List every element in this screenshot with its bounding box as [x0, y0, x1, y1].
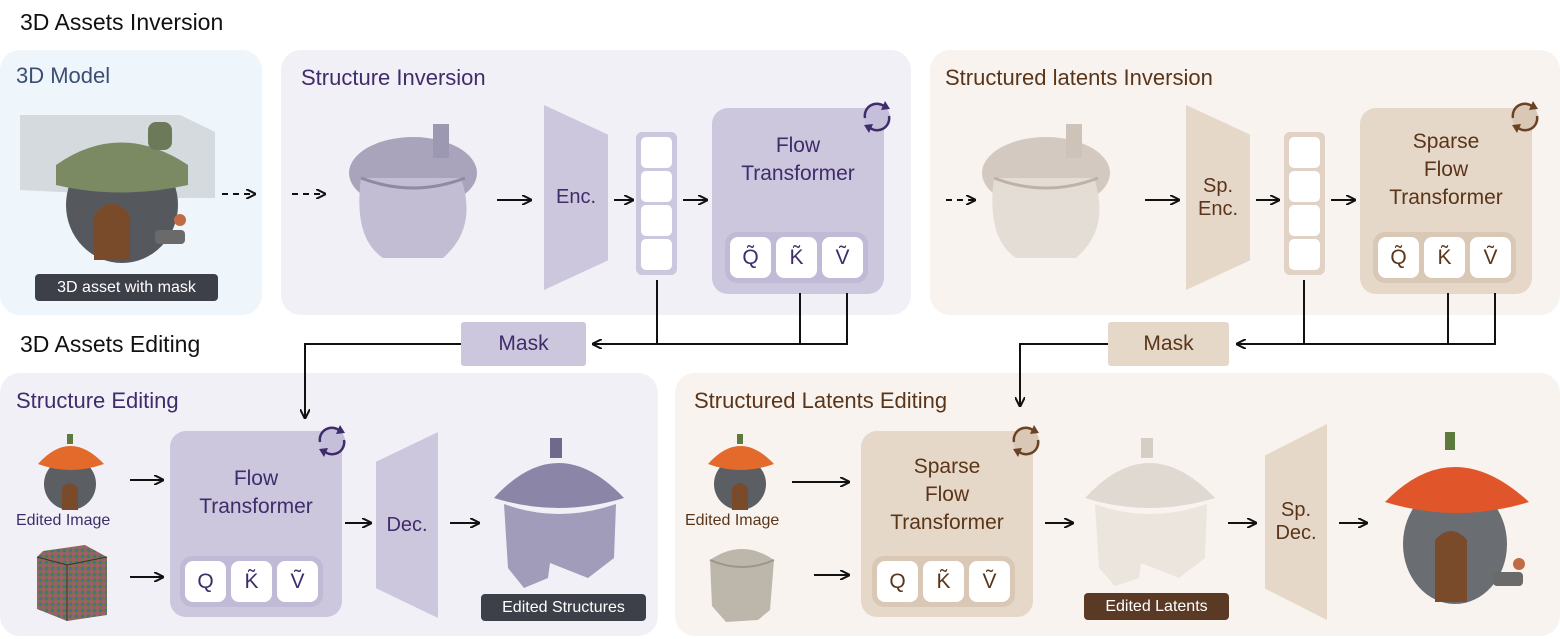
sparse-flow-transformer-label: Sparse Flow Transformer [1389, 130, 1503, 209]
edit-flow-transformer-label: Flow Transformer [199, 467, 313, 518]
edited-latent-voxels [1085, 438, 1215, 586]
latents-inversion-title: Structured latents Inversion [945, 65, 1213, 90]
edited-structure-voxels [494, 438, 624, 588]
k-token: K̃ [1424, 237, 1465, 278]
edit-qkv-tokens: Q K̃ Ṽ [180, 556, 323, 607]
v-token: Ṽ [822, 237, 863, 278]
decoder-label: Dec. [386, 513, 428, 536]
cycle-icon [1511, 101, 1539, 133]
v-token: Ṽ [1470, 237, 1511, 278]
sparse-decoder-block: Sp. Dec. [1265, 424, 1327, 620]
encoder-block: Enc. [544, 105, 608, 290]
voxel-structure-image [349, 124, 477, 258]
v-token: Ṽ [277, 561, 318, 602]
asset-mask-tag: 3D asset with mask [35, 274, 218, 301]
flow-transformer-label: Flow Transformer [741, 134, 855, 185]
latent-edited-image-caption: Edited Image [685, 512, 780, 529]
v-token: Ṽ [969, 561, 1010, 602]
q-token: Q̃ [1378, 237, 1419, 278]
inversion-heading: 3D Assets Inversion [20, 9, 224, 35]
k-token: K̃ [231, 561, 272, 602]
edited-result-house [1385, 432, 1529, 604]
voxel-latents-image [982, 124, 1110, 258]
encoder-label: Enc. [555, 186, 597, 208]
q-token: Q [877, 561, 918, 602]
sparse-qkv-tokens: Q̃ K̃ Ṽ [1373, 232, 1516, 283]
cycle-icon [318, 425, 346, 457]
structure-inversion-title: Structure Inversion [301, 65, 486, 90]
house-with-mask-image [20, 115, 215, 263]
edited-image-pumpkin-latent [708, 434, 774, 510]
structure-editing-title: Structure Editing [16, 388, 179, 413]
latents-editing-title: Structured Latents Editing [694, 388, 948, 413]
k-token: K̃ [776, 237, 817, 278]
decoder-block: Dec. [376, 432, 438, 618]
cycle-icon [863, 101, 891, 133]
latent-tokens [636, 132, 677, 275]
mask-box-right: Mask [1108, 322, 1229, 366]
noise-structure-image [709, 549, 775, 622]
q-token: Q [185, 561, 226, 602]
noise-cube-image [36, 545, 108, 621]
edited-latents-tag: Edited Latents [1084, 593, 1229, 620]
sparse-latent-tokens [1284, 132, 1325, 275]
edited-image-pumpkin [38, 434, 104, 510]
model-title: 3D Model [16, 63, 111, 88]
edited-structures-tag: Edited Structures [481, 594, 646, 621]
edited-image-caption: Edited Image [16, 512, 111, 529]
sparse-decoder-label: Sp. Dec. [1275, 499, 1317, 544]
edit-sparse-qkv-tokens: Q K̃ Ṽ [872, 556, 1015, 607]
editing-heading: 3D Assets Editing [20, 331, 201, 357]
qkv-tokens: Q̃ K̃ Ṽ [725, 232, 868, 283]
q-token: Q̃ [730, 237, 771, 278]
mask-box-left: Mask [461, 322, 586, 366]
sparse-encoder-label: Sp. Enc. [1197, 174, 1239, 220]
cycle-icon [1012, 425, 1040, 457]
sparse-encoder-block: Sp. Enc. [1186, 105, 1250, 290]
edit-sparse-flow-transformer-label: Sparse Flow Transformer [890, 455, 1004, 534]
k-token: K̃ [923, 561, 964, 602]
